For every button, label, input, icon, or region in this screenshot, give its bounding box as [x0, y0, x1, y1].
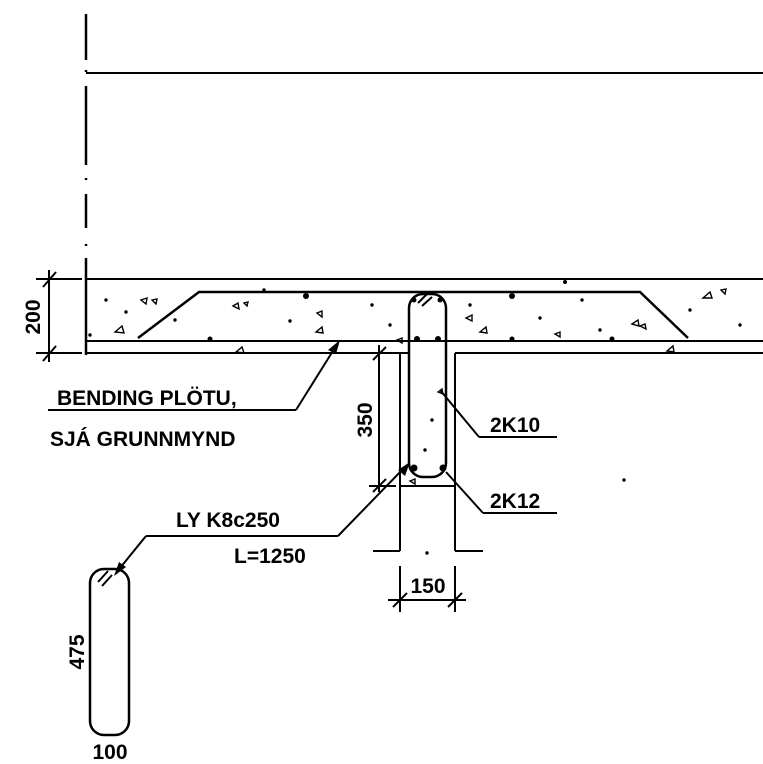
concrete-slab — [86, 278, 763, 354]
top-bars-label: 2K10 — [490, 414, 540, 437]
leader-stirrup: LY K8c250 L=1250 — [114, 462, 410, 576]
top-rebars — [414, 336, 441, 342]
stirrup-spec-label: LY K8c250 — [176, 509, 280, 532]
stirrup-length-label: L=1250 — [234, 545, 306, 568]
bending-label-line1: BENDING PLÖTU, — [57, 387, 237, 410]
dimension-beam-width: 150 — [388, 566, 466, 612]
bottom-bars-label: 2K12 — [490, 490, 540, 513]
bending-label-line2: SJÁ GRUNNMYND — [50, 428, 236, 451]
slab-bent-bar — [137, 280, 689, 342]
beam-depth-label: 350 — [354, 402, 377, 437]
leader-bending: BENDING PLÖTU, SJÁ GRUNNMYND — [48, 340, 340, 451]
dimension-slab-thickness: 200 — [22, 270, 82, 362]
stirrup-height-label: 475 — [66, 634, 89, 669]
leader-top-bars: 2K10 — [439, 389, 557, 438]
slab-thickness-label: 200 — [22, 299, 45, 334]
beam-stirrup — [407, 292, 448, 479]
stirrup-width-label: 100 — [92, 741, 127, 764]
concrete-beam — [373, 353, 483, 552]
dimension-beam-depth: 350 — [354, 345, 396, 493]
leader-bottom-bars: 2K12 — [445, 471, 557, 514]
beam-width-label: 150 — [410, 575, 445, 598]
stirrup-shape-detail: 475 100 — [66, 567, 131, 764]
concrete-hatch — [88, 288, 742, 555]
bottom-rebars — [410, 464, 447, 472]
